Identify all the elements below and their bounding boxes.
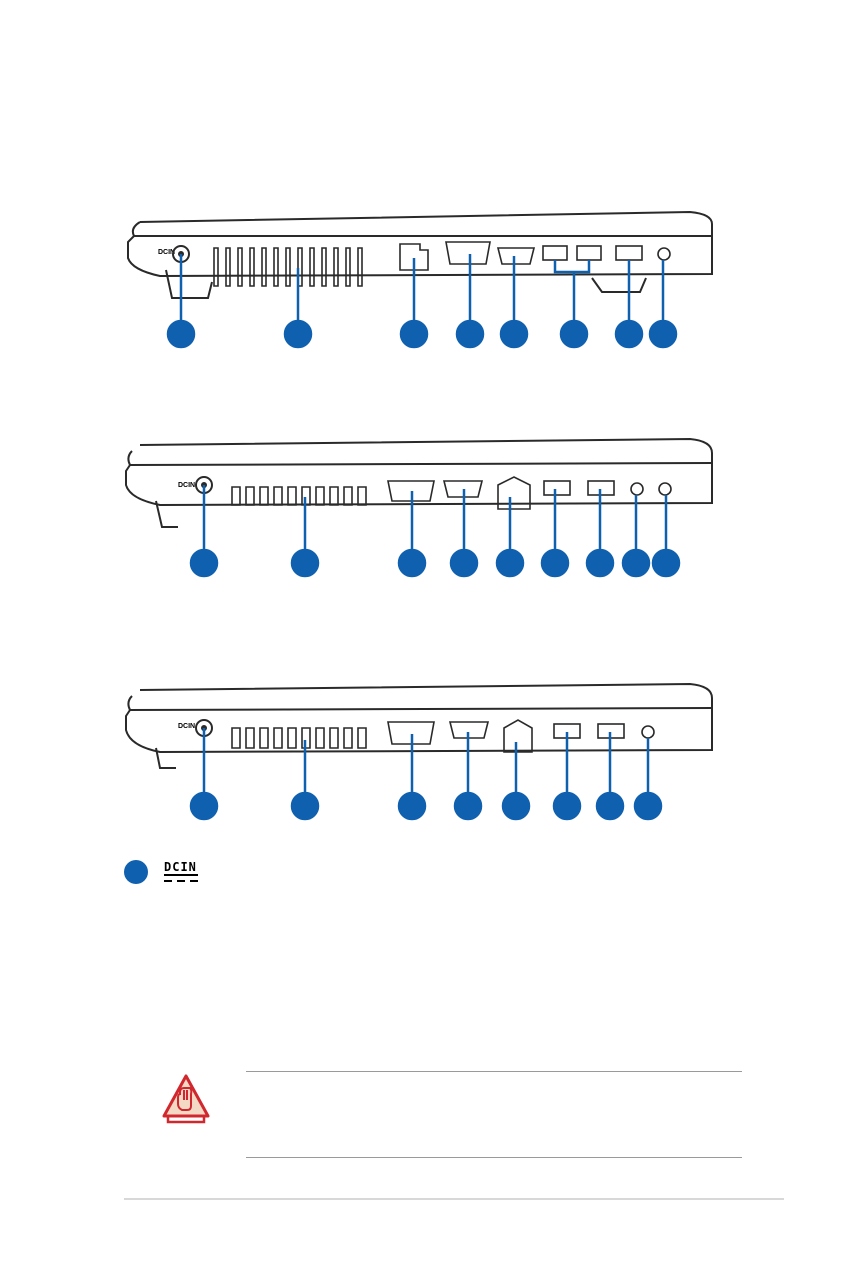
- callout-badge: [124, 860, 148, 884]
- dcin-icon: [164, 874, 198, 882]
- svg-text:DCIN: DCIN: [178, 482, 195, 489]
- legend-item-dcin: DCIN: [124, 860, 244, 884]
- warning-top-rule: [246, 1071, 742, 1072]
- warning-bottom-rule: [246, 1157, 742, 1158]
- svg-text:DCIN: DCIN: [178, 723, 195, 730]
- page-footer-rule: [124, 1198, 784, 1200]
- laptop-side-view-1: DCIN: [0, 200, 860, 360]
- laptop-side-view-3: DCIN: [0, 670, 860, 830]
- laptop-side-view-2: DCIN: [0, 425, 860, 585]
- warning-icon: [162, 1074, 210, 1124]
- svg-text:DCIN: DCIN: [158, 249, 175, 256]
- dcin-label: DCIN: [164, 860, 197, 874]
